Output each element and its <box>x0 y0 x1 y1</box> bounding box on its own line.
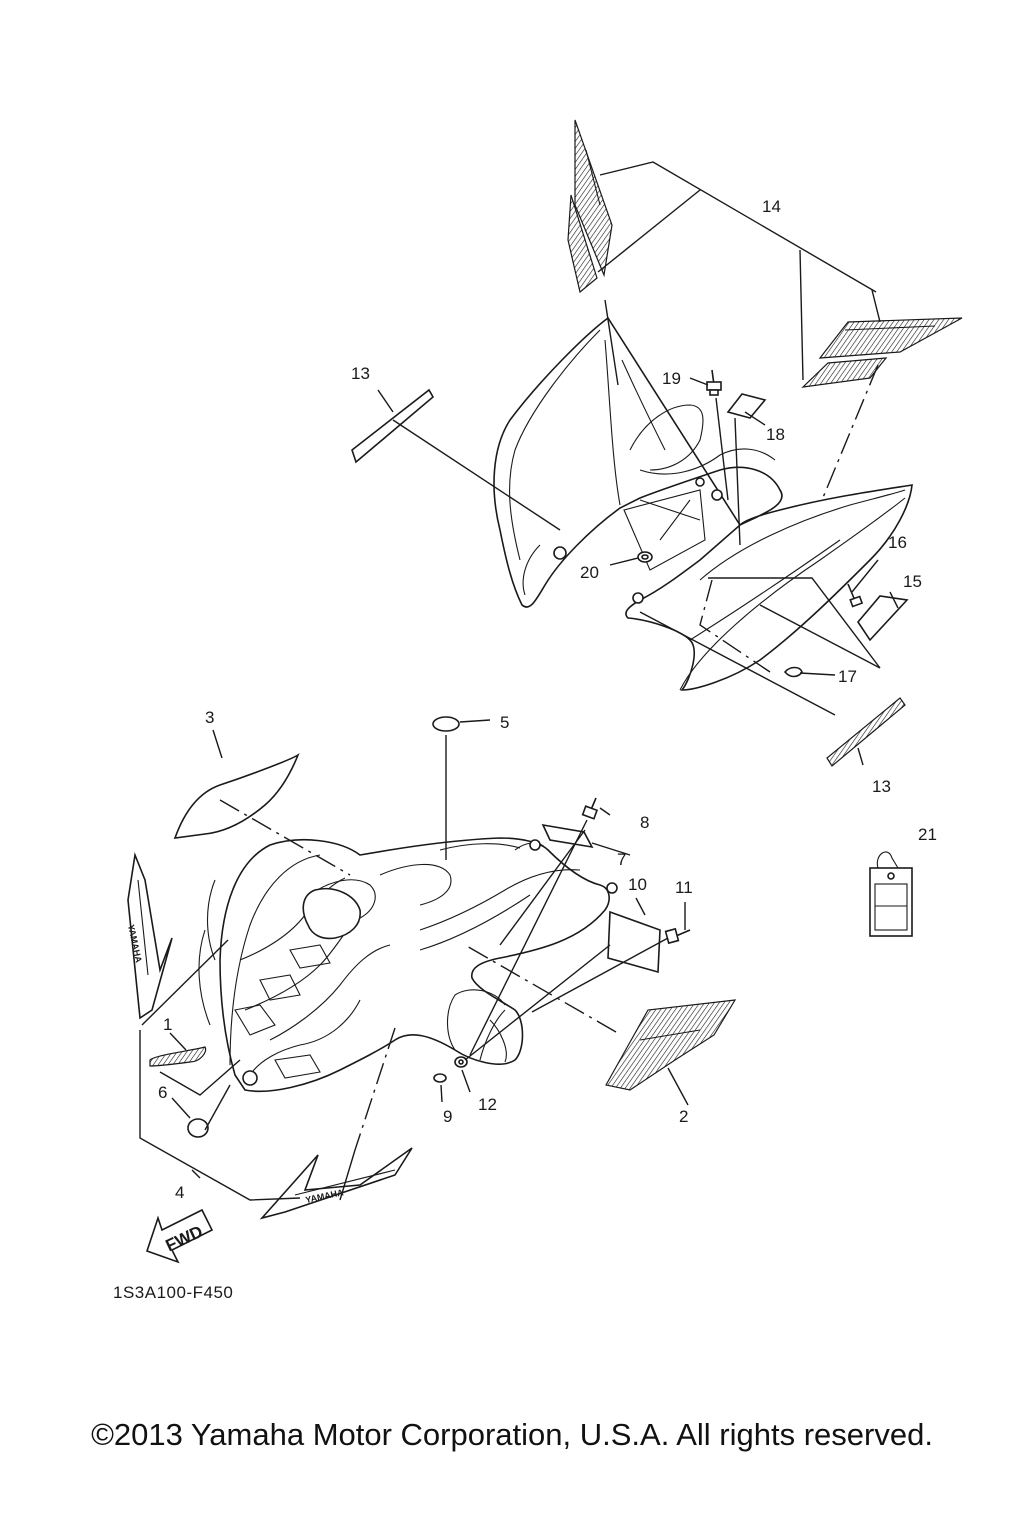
callout-5: 5 <box>500 713 509 732</box>
label-15 <box>857 595 909 642</box>
decal-13-strip-upper <box>351 388 435 464</box>
callout-numbers: 14 13 19 18 16 15 20 17 3 5 13 8 21 7 10… <box>158 197 937 1202</box>
callout-10: 10 <box>628 875 647 894</box>
callout-12: 12 <box>478 1095 497 1114</box>
decal-3 <box>173 753 300 839</box>
label-18 <box>726 393 767 419</box>
callout-17: 17 <box>838 667 857 686</box>
callout-2: 2 <box>679 1107 688 1126</box>
label-7 <box>541 823 594 849</box>
decal-4-left: YAMAHA <box>126 851 173 1020</box>
callout-15: 15 <box>903 572 922 591</box>
washer-9 <box>433 1073 447 1083</box>
callout-7: 7 <box>617 850 626 869</box>
cap-6 <box>187 1118 209 1138</box>
screw-11 <box>664 927 691 945</box>
screw-16 <box>847 583 864 608</box>
emblem-1 <box>149 1046 207 1067</box>
callout-3: 3 <box>205 708 214 727</box>
decal-13-strip-lower <box>826 697 906 767</box>
decal-2 <box>605 999 737 1091</box>
callout-20: 20 <box>580 563 599 582</box>
callout-19: 19 <box>662 369 681 388</box>
callout-11: 11 <box>675 878 693 897</box>
leader-lines <box>139 161 899 1201</box>
callout-13-upper: 13 <box>351 364 370 383</box>
callout-16: 16 <box>888 533 907 552</box>
decal-4-lower: YAMAHA <box>259 1147 413 1220</box>
washer-20 <box>637 551 653 563</box>
callout-4: 4 <box>175 1183 184 1202</box>
callout-1: 1 <box>163 1015 172 1034</box>
callout-13-lower: 13 <box>872 777 891 796</box>
washer-12 <box>454 1056 468 1068</box>
front-fender-assembly <box>198 837 618 1093</box>
diagram-code: 1S3A100-F450 <box>113 1283 234 1302</box>
bolt-19 <box>706 369 722 396</box>
screw-8 <box>581 797 599 820</box>
callout-8: 8 <box>640 813 649 832</box>
callout-9: 9 <box>443 1107 452 1126</box>
fwd-arrow: FWD <box>145 1208 214 1264</box>
callout-6: 6 <box>158 1083 167 1102</box>
tag-21 <box>869 851 913 937</box>
rear-fender-assembly <box>493 316 913 691</box>
label-10 <box>607 910 661 974</box>
clip-17 <box>783 666 803 678</box>
decal-14-right <box>801 317 963 388</box>
sticker-5 <box>432 716 460 732</box>
callout-18: 18 <box>766 425 785 444</box>
copyright-notice: ©2013 Yamaha Motor Corporation, U.S.A. A… <box>91 1417 933 1452</box>
callout-14: 14 <box>762 197 781 216</box>
callout-21: 21 <box>918 825 937 844</box>
decal-14-left <box>567 119 613 294</box>
